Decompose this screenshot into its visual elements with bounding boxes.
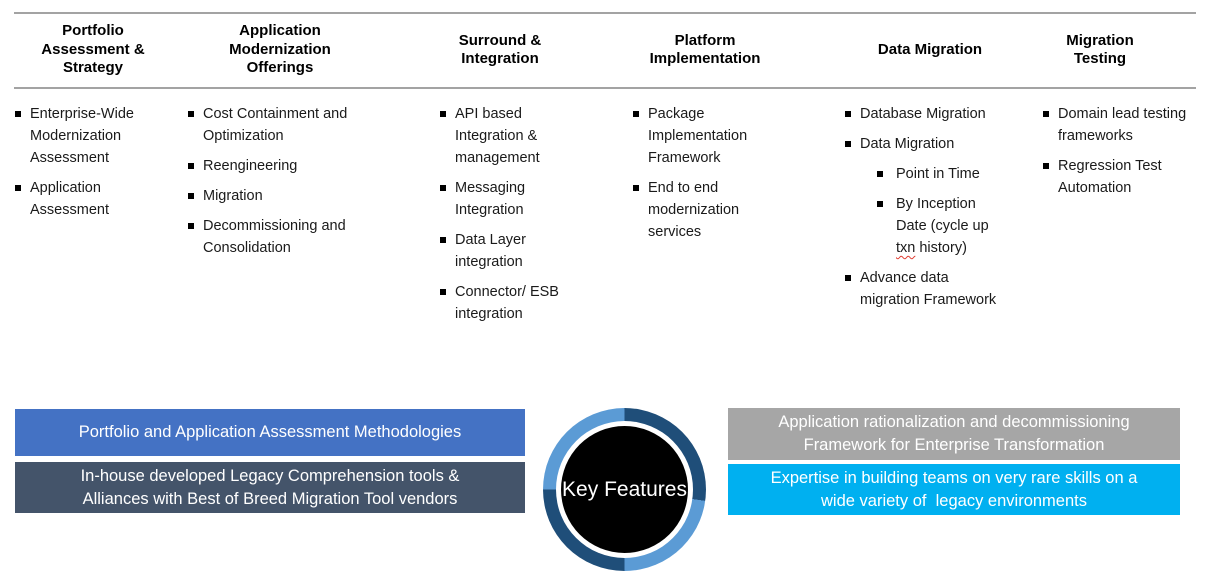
bullet-icon (845, 111, 851, 117)
column-header-application-modernization: Application Modernization Offerings (229, 22, 331, 77)
header-divider-rule (14, 87, 1196, 89)
list-item-text: Decommissioning and Consolidation (203, 218, 346, 256)
feature-bar-rationalization-framework: Application rationalization and decommis… (728, 408, 1180, 460)
list-item: Database Migration (845, 103, 1037, 125)
list-item-text-part: By Inception Date (cycle up (896, 196, 989, 234)
bullet-icon (15, 111, 21, 117)
list-item: API based Integration & management (440, 103, 594, 169)
column-list-portfolio-assessment: Enterprise-Wide Modernization Assessment… (15, 103, 180, 229)
list-item-text: Messaging Integration (455, 180, 526, 218)
bullet-icon (845, 141, 851, 147)
bullet-icon (845, 275, 851, 281)
sub-bullet-icon (877, 171, 883, 177)
list-item-text: Reengineering (203, 158, 298, 174)
list-item: Messaging Integration (440, 177, 594, 221)
list-item: Decommissioning and Consolidation (188, 215, 390, 259)
key-features-circle: Key Features (561, 426, 688, 553)
sub-list-item: Point in Time (845, 163, 1037, 185)
column-header-migration-testing: Migration Testing (1066, 31, 1134, 68)
bullet-icon (188, 163, 194, 169)
list-item-text: Advance data migration Framework (860, 270, 997, 308)
list-item-text: Database Migration (860, 106, 986, 122)
bullet-icon (440, 111, 446, 117)
list-item-text: Point in Time (896, 166, 980, 182)
list-item: Enterprise-Wide Modernization Assessment (15, 103, 180, 169)
bullet-icon (188, 111, 194, 117)
column-header-platform-implementation: Platform Implementation (649, 31, 761, 68)
list-item: Connector/ ESB integration (440, 281, 594, 325)
list-item-text: Cost Containment and Optimization (203, 106, 348, 144)
list-item: Data Layer integration (440, 229, 594, 273)
column-header-portfolio-assessment: Portfolio Assessment & Strategy (41, 22, 145, 77)
list-item-text: API based Integration & management (455, 106, 540, 166)
list-item-text: By Inception Date (cycle up txn history) (896, 193, 989, 259)
list-item-text: Connector/ ESB integration (455, 284, 559, 322)
list-item-text: Regression Test Automation (1058, 158, 1162, 196)
list-item-text: Domain lead testing frameworks (1058, 106, 1187, 144)
column-header-data-migration: Data Migration (877, 40, 983, 58)
list-item: Cost Containment and Optimization (188, 103, 390, 147)
sub-list-item: By Inception Date (cycle up txn history) (845, 193, 1037, 259)
bullet-icon (633, 185, 639, 191)
list-item: Reengineering (188, 155, 390, 177)
list-item: Migration (188, 185, 390, 207)
column-list-surround-integration: API based Integration & management Messa… (440, 103, 594, 333)
bullet-icon (188, 193, 194, 199)
list-item: Data Migration (845, 133, 1037, 155)
feature-bar-legacy-tools: In-house developed Legacy Comprehension … (15, 462, 525, 513)
list-item: Package Implementation Framework (633, 103, 789, 169)
bullet-icon (633, 111, 639, 117)
key-features-ring-gap: Key Features (556, 421, 693, 558)
list-item-text: Data Migration (860, 136, 955, 152)
key-features-label: Key Features (562, 477, 687, 501)
column-header-surround-integration: Surround & Integration (458, 31, 542, 68)
list-item: Domain lead testing frameworks (1043, 103, 1219, 147)
column-list-platform-implementation: Package Implementation Framework End to … (633, 103, 789, 251)
key-features-ring: Key Features (543, 408, 706, 571)
list-item: End to end modernization services (633, 177, 789, 243)
list-item: Regression Test Automation (1043, 155, 1219, 199)
sub-bullet-icon (877, 201, 883, 207)
list-item-text: Enterprise-Wide Modernization Assessment (30, 106, 134, 166)
column-list-data-migration: Database Migration Data Migration Point … (845, 103, 1037, 319)
list-item: Advance data migration Framework (845, 267, 1037, 311)
bullet-icon (440, 185, 446, 191)
list-item-text: Data Layer integration (455, 232, 526, 270)
misspelled-word: txn (896, 240, 916, 256)
bullet-icon (15, 185, 21, 191)
list-item: Application Assessment (15, 177, 180, 221)
list-item-text: Application Assessment (30, 180, 109, 218)
feature-bar-rare-skills: Expertise in building teams on very rare… (728, 464, 1180, 515)
bullet-icon (1043, 111, 1049, 117)
header-top-rule (14, 12, 1196, 14)
bullet-icon (188, 223, 194, 229)
column-list-application-modernization: Cost Containment and Optimization Reengi… (188, 103, 390, 267)
bullet-icon (1043, 163, 1049, 169)
bullet-icon (440, 237, 446, 243)
list-item-text: Migration (203, 188, 263, 204)
column-list-migration-testing: Domain lead testing frameworks Regressio… (1043, 103, 1219, 207)
feature-bar-assessment-methodologies: Portfolio and Application Assessment Met… (15, 409, 525, 456)
list-item-text-part: history) (915, 240, 967, 256)
list-item-text: Package Implementation Framework (648, 106, 748, 166)
list-item-text: End to end modernization services (648, 180, 740, 240)
bullet-icon (440, 289, 446, 295)
